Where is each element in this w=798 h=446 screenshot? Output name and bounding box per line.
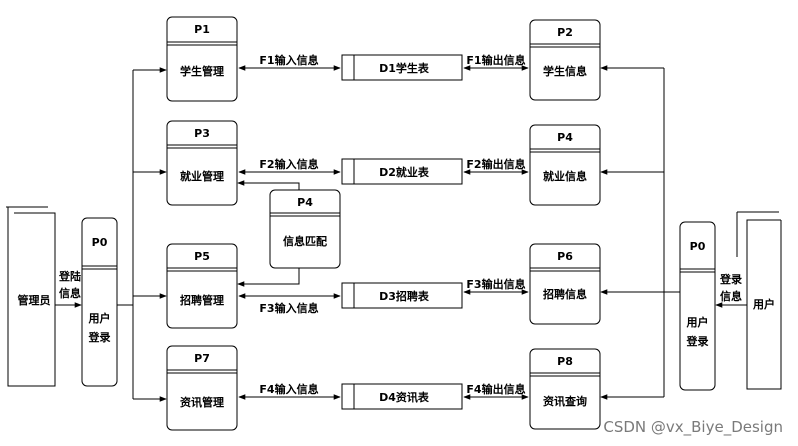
process-p4-right-label: 就业信息: [543, 169, 587, 183]
left-trunk: [117, 67, 167, 402]
process-p4-right: P4 就业信息: [529, 124, 601, 206]
process-p1-label: 学生管理: [180, 64, 224, 78]
flow-f2-in: F2输入信息: [259, 157, 318, 171]
process-p8: P8 资讯查询: [529, 348, 601, 430]
data-store-d3-label: D3招聘表: [379, 289, 430, 303]
flow-f3-in: F3输入信息: [259, 301, 318, 315]
matching-flows: [237, 180, 300, 287]
process-p8-id: P8: [557, 355, 573, 368]
process-p6-id: P6: [557, 250, 573, 263]
process-p4-right-id: P4: [557, 131, 573, 144]
flow-f2-out: F2输出信息: [466, 157, 525, 171]
login-left-label-1: 登陆: [58, 269, 81, 283]
login-right-label-2: 信息: [720, 289, 742, 303]
process-p0-left: P0 用户 登录: [81, 217, 118, 387]
process-p0-right-label-1: 用户: [687, 315, 709, 329]
admin-label: 管理员: [18, 293, 51, 307]
process-p2-label: 学生信息: [543, 64, 587, 78]
user-label: 用户: [753, 297, 775, 311]
process-p7-label: 资讯管理: [180, 395, 224, 409]
process-p0-left-label-2: 登录: [88, 330, 111, 344]
data-store-d1-label: D1学生表: [379, 61, 430, 75]
login-left-label-2: 信息: [59, 286, 81, 300]
external-entity-admin: 管理员: [6, 206, 56, 387]
process-p3-label: 就业管理: [180, 169, 224, 183]
process-p0-left-id: P0: [92, 236, 108, 249]
process-p0-right-label-2: 登录: [686, 334, 709, 348]
process-p0-left-label-1: 用户: [89, 311, 111, 325]
flows-row-4: F4输入信息 F4输出信息: [238, 382, 529, 400]
login-flows: 登陆 信息 登录 信息: [55, 269, 747, 308]
process-p7-id: P7: [194, 352, 210, 365]
watermark: CSDN @vx_Biye_Design: [603, 418, 783, 437]
flow-f1-in: F1输入信息: [259, 53, 318, 67]
process-p0-right-id: P0: [690, 240, 706, 253]
external-entity-user: 用户: [736, 211, 782, 390]
data-store-d4-label: D4资讯表: [379, 390, 430, 404]
process-p1: P1 学生管理: [166, 16, 238, 102]
process-p8-label: 资讯查询: [543, 394, 587, 408]
process-p5: P5 招聘管理: [166, 243, 238, 329]
flow-f4-out: F4输出信息: [466, 382, 525, 396]
process-p4-matching-label: 信息匹配: [283, 234, 327, 248]
process-p0-right: P0 用户 登录: [679, 221, 716, 391]
right-trunk: [600, 65, 680, 400]
data-store-d2: D2就业表: [341, 158, 463, 185]
process-p5-label: 招聘管理: [180, 293, 224, 307]
process-p6-label: 招聘信息: [543, 287, 587, 301]
process-p5-id: P5: [194, 250, 210, 263]
flows-row-1: F1输入信息 F1输出信息: [238, 53, 529, 71]
process-p7: P7 资讯管理: [166, 345, 238, 431]
flow-f1-out: F1输出信息: [466, 53, 525, 67]
process-p4-matching-id: P4: [297, 196, 313, 209]
flow-f4-in: F4输入信息: [259, 382, 318, 396]
process-p3: P3 就业管理: [166, 120, 238, 206]
data-store-d2-label: D2就业表: [379, 165, 430, 179]
process-p6: P6 招聘信息: [529, 243, 601, 325]
flows-row-3: F3输入信息 F3输出信息: [238, 277, 529, 315]
process-p3-id: P3: [194, 127, 210, 140]
process-p1-id: P1: [194, 23, 210, 36]
data-store-d3: D3招聘表: [341, 282, 463, 309]
data-store-d1: D1学生表: [341, 54, 463, 81]
process-p2-id: P2: [557, 26, 573, 39]
login-right-label-1: 登录: [719, 272, 742, 286]
flow-f3-out: F3输出信息: [466, 277, 525, 291]
flows-row-2: F2输入信息 F2输出信息: [238, 157, 529, 175]
data-store-d4: D4资讯表: [341, 383, 463, 410]
process-p4-matching: P4 信息匹配: [269, 189, 341, 269]
process-p2: P2 学生信息: [529, 19, 601, 101]
